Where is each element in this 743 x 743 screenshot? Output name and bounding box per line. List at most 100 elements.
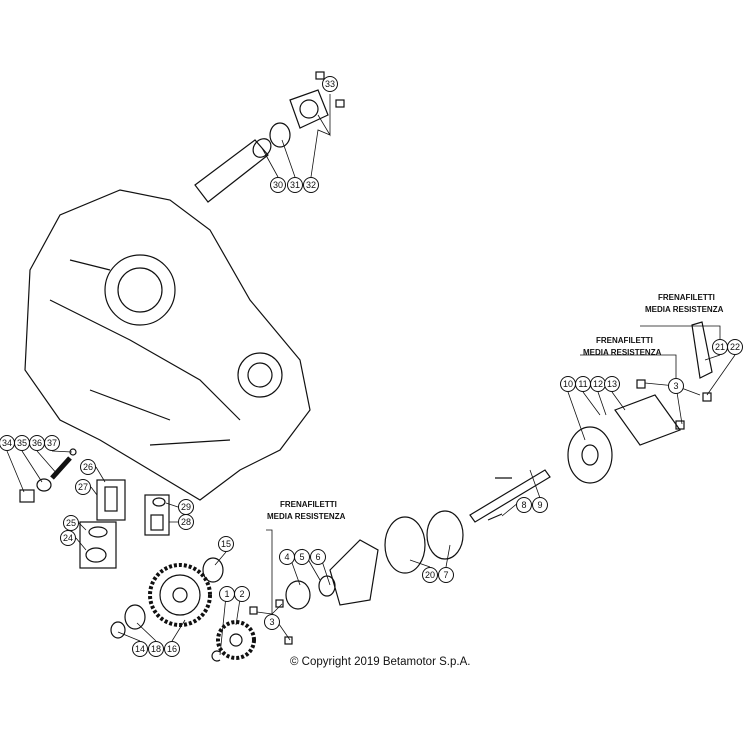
bolt [315,71,325,80]
callout-32: 32 [303,177,319,193]
callout-number: 20 [425,570,435,580]
callout-circle [303,177,319,193]
callout-1: 1 [219,586,235,602]
callout-30: 30 [270,177,286,193]
callout-circle [264,614,280,630]
callout-circle [668,378,684,394]
callout-number: 29 [181,502,191,512]
callout-21: 21 [712,339,728,355]
callout-25: 25 [63,515,79,531]
callout-number: 25 [66,518,76,528]
callout-number: 22 [730,342,740,352]
callout-3: 3 [264,614,280,630]
note-line-2: MEDIA RESISTENZA [267,512,346,521]
callout-circle [287,177,303,193]
note-line-2: MEDIA RESISTENZA [645,305,724,314]
callout-number: 3 [269,617,274,627]
callout-number: 5 [299,552,304,562]
callout-number: 9 [537,500,542,510]
callout-number: 8 [521,500,526,510]
small-gear [216,620,256,660]
callout-circle [604,376,620,392]
callout-number: 28 [181,517,191,527]
callout-number: 30 [273,180,283,190]
callout-number: 21 [715,342,725,352]
callout-circle [294,549,310,565]
callout-4: 4 [279,549,295,565]
callout-number: 6 [315,552,320,562]
callout-number: 31 [290,180,300,190]
pump-cover [329,539,379,606]
callout-28: 28 [178,514,194,530]
callout-number: 10 [563,379,573,389]
callout-26: 26 [80,459,96,475]
callout-number: 37 [47,438,57,448]
callout-circle [60,530,76,546]
note-line-1: FRENAFILETTI [280,500,337,509]
callout-8: 8 [516,497,532,513]
callout-number: 15 [221,539,231,549]
threadlocker-note-3: FRENAFILETTI MEDIA RESISTENZA [267,500,345,521]
callout-number: 1 [224,589,229,599]
copyright: © Copyright 2019 Betamotor S.p.A. [290,656,471,668]
callout-number: 16 [167,644,177,654]
bolt [636,379,646,389]
callout-2: 2 [234,586,250,602]
callout-number: 34 [2,438,12,448]
callout-number: 33 [325,79,335,89]
callout-3: 3 [668,378,684,394]
callout-circle [422,567,438,583]
callout-number: 4 [284,552,289,562]
callout-33: 33 [322,76,338,92]
bolt [702,392,712,402]
callout-circle [322,76,338,92]
callout-number: 12 [593,379,603,389]
callout-36: 36 [29,435,45,451]
callout-circle [178,514,194,530]
oil-filter [104,486,118,512]
callout-number: 14 [135,644,145,654]
gear [148,563,212,627]
crankcase-seal [237,352,283,398]
callout-circle [63,515,79,531]
callout-number: 24 [63,533,73,543]
callout-number: 18 [151,644,161,654]
callout-number: 27 [78,482,88,492]
callout-circle [218,536,234,552]
callout-circle [516,497,532,513]
callout-circle [132,641,148,657]
callout-5: 5 [294,549,310,565]
callout-16: 16 [164,641,180,657]
pump-rotor [567,426,613,484]
plug [19,489,35,503]
callout-circle [80,459,96,475]
callout-circle [532,497,548,513]
callout-11: 11 [575,376,591,392]
callout-9: 9 [532,497,548,513]
callout-7: 7 [438,567,454,583]
circlip [110,621,126,639]
circlip [285,580,311,610]
oil-pipe [194,139,269,203]
callout-13: 13 [604,376,620,392]
callout-number: 26 [83,462,93,472]
pump-shaft [469,469,551,523]
callout-number: 7 [443,570,448,580]
callout-29: 29 [178,499,194,515]
ring [202,557,224,583]
lever [691,321,713,379]
callout-circle [234,586,250,602]
callout-37: 37 [44,435,60,451]
callout-circle [438,567,454,583]
callout-circle [310,549,326,565]
callout-number: 3 [673,381,678,391]
callout-circle [164,641,180,657]
callout-14: 14 [132,641,148,657]
bolt [675,420,685,430]
callout-34: 34 [0,435,15,451]
callout-number: 35 [17,438,27,448]
callout-number: 13 [607,379,617,389]
